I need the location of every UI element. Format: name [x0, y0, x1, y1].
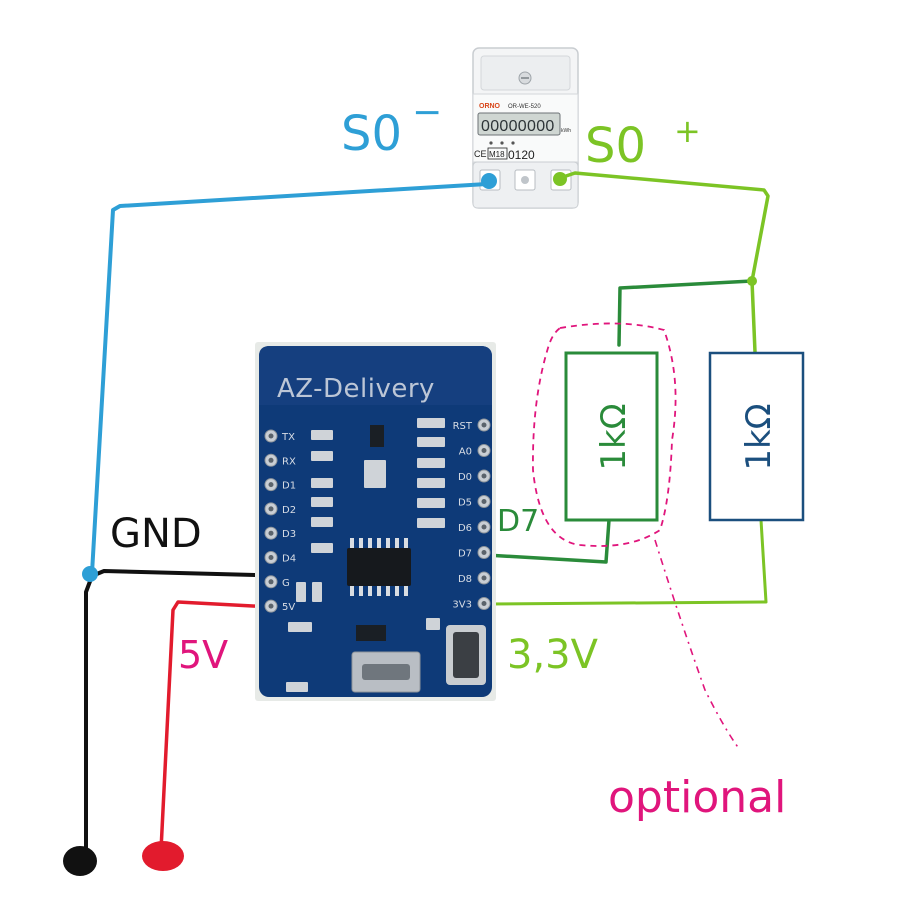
- s0-minus-sign: −: [412, 92, 442, 133]
- junction-dot: [747, 276, 757, 286]
- wire-5v: [159, 600, 274, 852]
- pin-label-d5: D5: [458, 498, 472, 509]
- small-chip: [356, 625, 386, 641]
- s0-minus-label: S0: [341, 106, 402, 162]
- pin-label-d4: D4: [282, 554, 296, 565]
- v33-label: 3,3V: [507, 632, 599, 678]
- five-v-terminal: [142, 841, 184, 871]
- resistor-optional: 1kΩ: [564, 351, 659, 522]
- pin-label-rx: RX: [282, 456, 296, 467]
- meter-unit: kWh: [561, 128, 571, 134]
- pin-label-d8: D8: [458, 574, 472, 585]
- optional-outline: [532, 322, 677, 547]
- optional-label: optional: [608, 772, 786, 823]
- gnd-junction-dot: [82, 566, 98, 582]
- meter-cert: M18: [489, 150, 505, 159]
- s0-plus-label: S0: [585, 118, 646, 174]
- resistor-pullup: 1kΩ: [708, 351, 805, 522]
- pin-label-d7: D7: [458, 549, 472, 560]
- pin-label-g: G: [282, 578, 290, 589]
- resistor-pullup-label: 1kΩ: [739, 403, 779, 470]
- pin-label-tx: TX: [281, 432, 295, 443]
- pin-label-3v3: 3V3: [452, 600, 472, 611]
- board-brand: AZ-Delivery: [277, 374, 435, 404]
- pin-label-d2: D2: [282, 505, 296, 516]
- optional-pointer: [654, 539, 741, 751]
- meter-model: OR-WE-520: [508, 104, 541, 110]
- ce-mark: CE: [474, 149, 487, 159]
- d7-label: D7: [497, 504, 539, 539]
- wire-3v3: [486, 518, 768, 606]
- resistor-optional-label: 1kΩ: [594, 403, 634, 470]
- pin-label-rst: RST: [453, 421, 473, 432]
- s0-minus-terminal: [481, 173, 497, 189]
- s0-plus-terminal: [553, 172, 567, 186]
- regulator-chip: [370, 425, 384, 447]
- five-v-label: 5V: [178, 633, 228, 677]
- pin-label-5v: 5V: [282, 602, 295, 613]
- meter-display: 00000000: [481, 118, 555, 135]
- s0-plus-sign: +: [674, 112, 701, 150]
- wire-d7: [484, 518, 611, 564]
- pin-label-d6: D6: [458, 523, 472, 534]
- gnd-label: GND: [110, 511, 202, 557]
- pin-label-d3: D3: [282, 529, 296, 540]
- gnd-terminal: [63, 846, 97, 876]
- meter-brand: ORNO: [479, 103, 501, 110]
- smd-components: [286, 418, 445, 692]
- usb-serial-chip: [347, 548, 411, 586]
- pin-label-d0: D0: [458, 472, 472, 483]
- wire-optional-branch: [617, 279, 754, 347]
- wire-s0-plus: [558, 171, 770, 354]
- meter-code: 0120: [508, 148, 535, 162]
- pin-label-d1: D1: [282, 481, 296, 492]
- pin-label-a0: A0: [459, 447, 472, 458]
- wire-gnd: [84, 569, 278, 857]
- energy-meter: ORNO OR-WE-520 00000000 kWh CE M18 0120: [472, 47, 579, 209]
